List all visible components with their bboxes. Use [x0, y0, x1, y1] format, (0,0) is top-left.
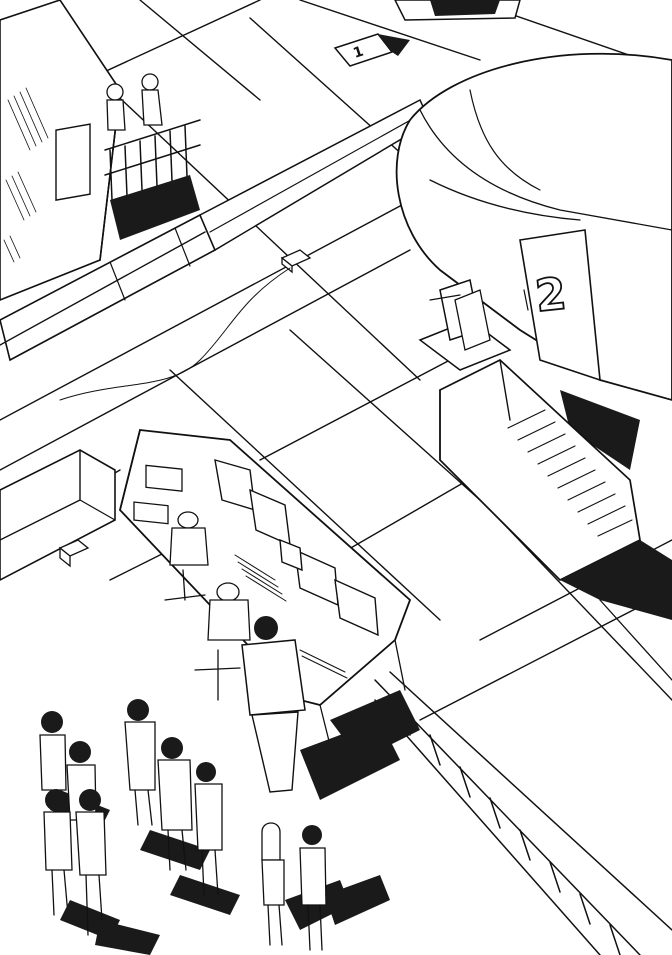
operator-seated: [194, 582, 251, 701]
worker-figure: [141, 73, 163, 126]
floor-edge-right: [599, 599, 672, 681]
monitor-bank: [214, 459, 379, 637]
worker-figure: [106, 83, 126, 131]
pad-sign: 1: [333, 33, 410, 67]
operator-seated: [164, 511, 209, 601]
hangar-building-left: [0, 0, 121, 301]
control-console: [119, 429, 412, 746]
upper-railing: [104, 119, 201, 201]
launch-pod: 2: [395, 52, 672, 470]
student-figure: [194, 762, 223, 896]
stair-shadow: [110, 175, 200, 240]
student-figure: [124, 699, 210, 870]
students-group: [39, 699, 390, 955]
top-structure: [394, 0, 521, 21]
floor-cable: [59, 267, 291, 401]
button-rows: [234, 554, 348, 679]
left-wall: [0, 449, 116, 581]
floor-junction-box: [280, 249, 312, 274]
student-figure: [299, 825, 390, 951]
console-shadow: [330, 690, 420, 760]
student-figure: [157, 737, 240, 915]
walkway-railing: [374, 671, 672, 955]
pod-number: 2: [533, 268, 569, 322]
student-figure: [75, 789, 160, 955]
stair-block: [439, 358, 672, 620]
pad-number: 1: [351, 44, 365, 62]
pod-clamp: [418, 279, 512, 371]
